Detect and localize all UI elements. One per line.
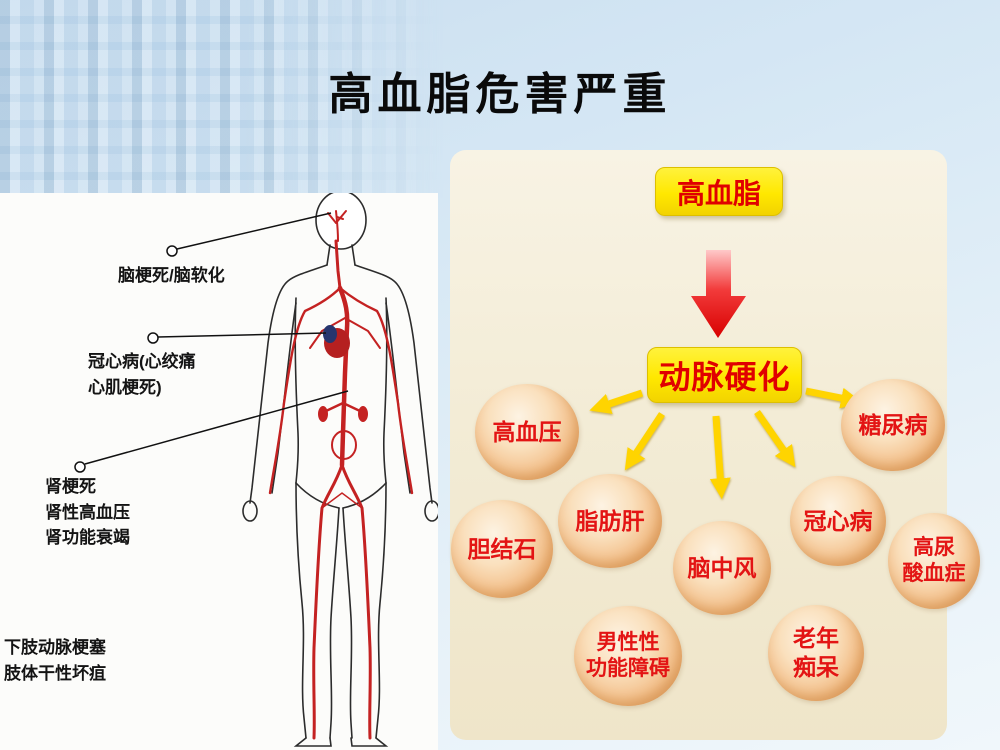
bubble-diabetes: 糖尿病 — [841, 379, 945, 471]
arteriosclerosis-box: 动脉硬化 — [647, 347, 802, 403]
bubble-fatty-liver: 脂肪肝 — [558, 474, 662, 568]
label-kidney-disease: 肾梗死 肾性高血压 肾功能衰竭 — [45, 477, 130, 547]
flow-diagram-panel: 高血脂 动脉硬化 高血压 糖尿病 胆结石 脂肪肝 脑中风 冠心病 高尿 酸血症 … — [450, 150, 980, 740]
bubble-senile-dementia: 老年 痴呆 — [768, 605, 864, 701]
label-limb-embolism: 下肢动脉梗塞 肢体干性坏疽 — [4, 638, 106, 683]
bubble-coronary-heart-disease: 冠心病 — [790, 476, 886, 566]
hyperlipidemia-box: 高血脂 — [655, 167, 783, 216]
human-body-figure — [74, 193, 438, 747]
callout-lines — [74, 212, 349, 473]
bubble-stroke: 脑中风 — [673, 521, 771, 615]
label-coronary-disease: 冠心病(心绞痛 心肌梗死) — [88, 352, 196, 397]
label-brain-infarction: 脑梗死/脑软化 — [118, 266, 225, 285]
background-stripe-pattern — [0, 0, 445, 198]
bubble-hypertension: 高血压 — [475, 384, 579, 480]
slide-title: 高血脂危害严重 — [328, 70, 672, 119]
radiating-arrow-icons — [589, 387, 862, 500]
body-diagram-panel: 脑梗死/脑软化 冠心病(心绞痛 心肌梗死) 肾梗死 肾性高血压 肾功能衰竭 下肢… — [0, 193, 438, 750]
down-arrow-icon — [691, 250, 746, 338]
bubble-male-dysfunction: 男性性 功能障碍 — [574, 606, 682, 706]
bubble-hyperuricemia: 高尿 酸血症 — [888, 513, 980, 609]
bubble-gallstones: 胆结石 — [451, 500, 553, 598]
